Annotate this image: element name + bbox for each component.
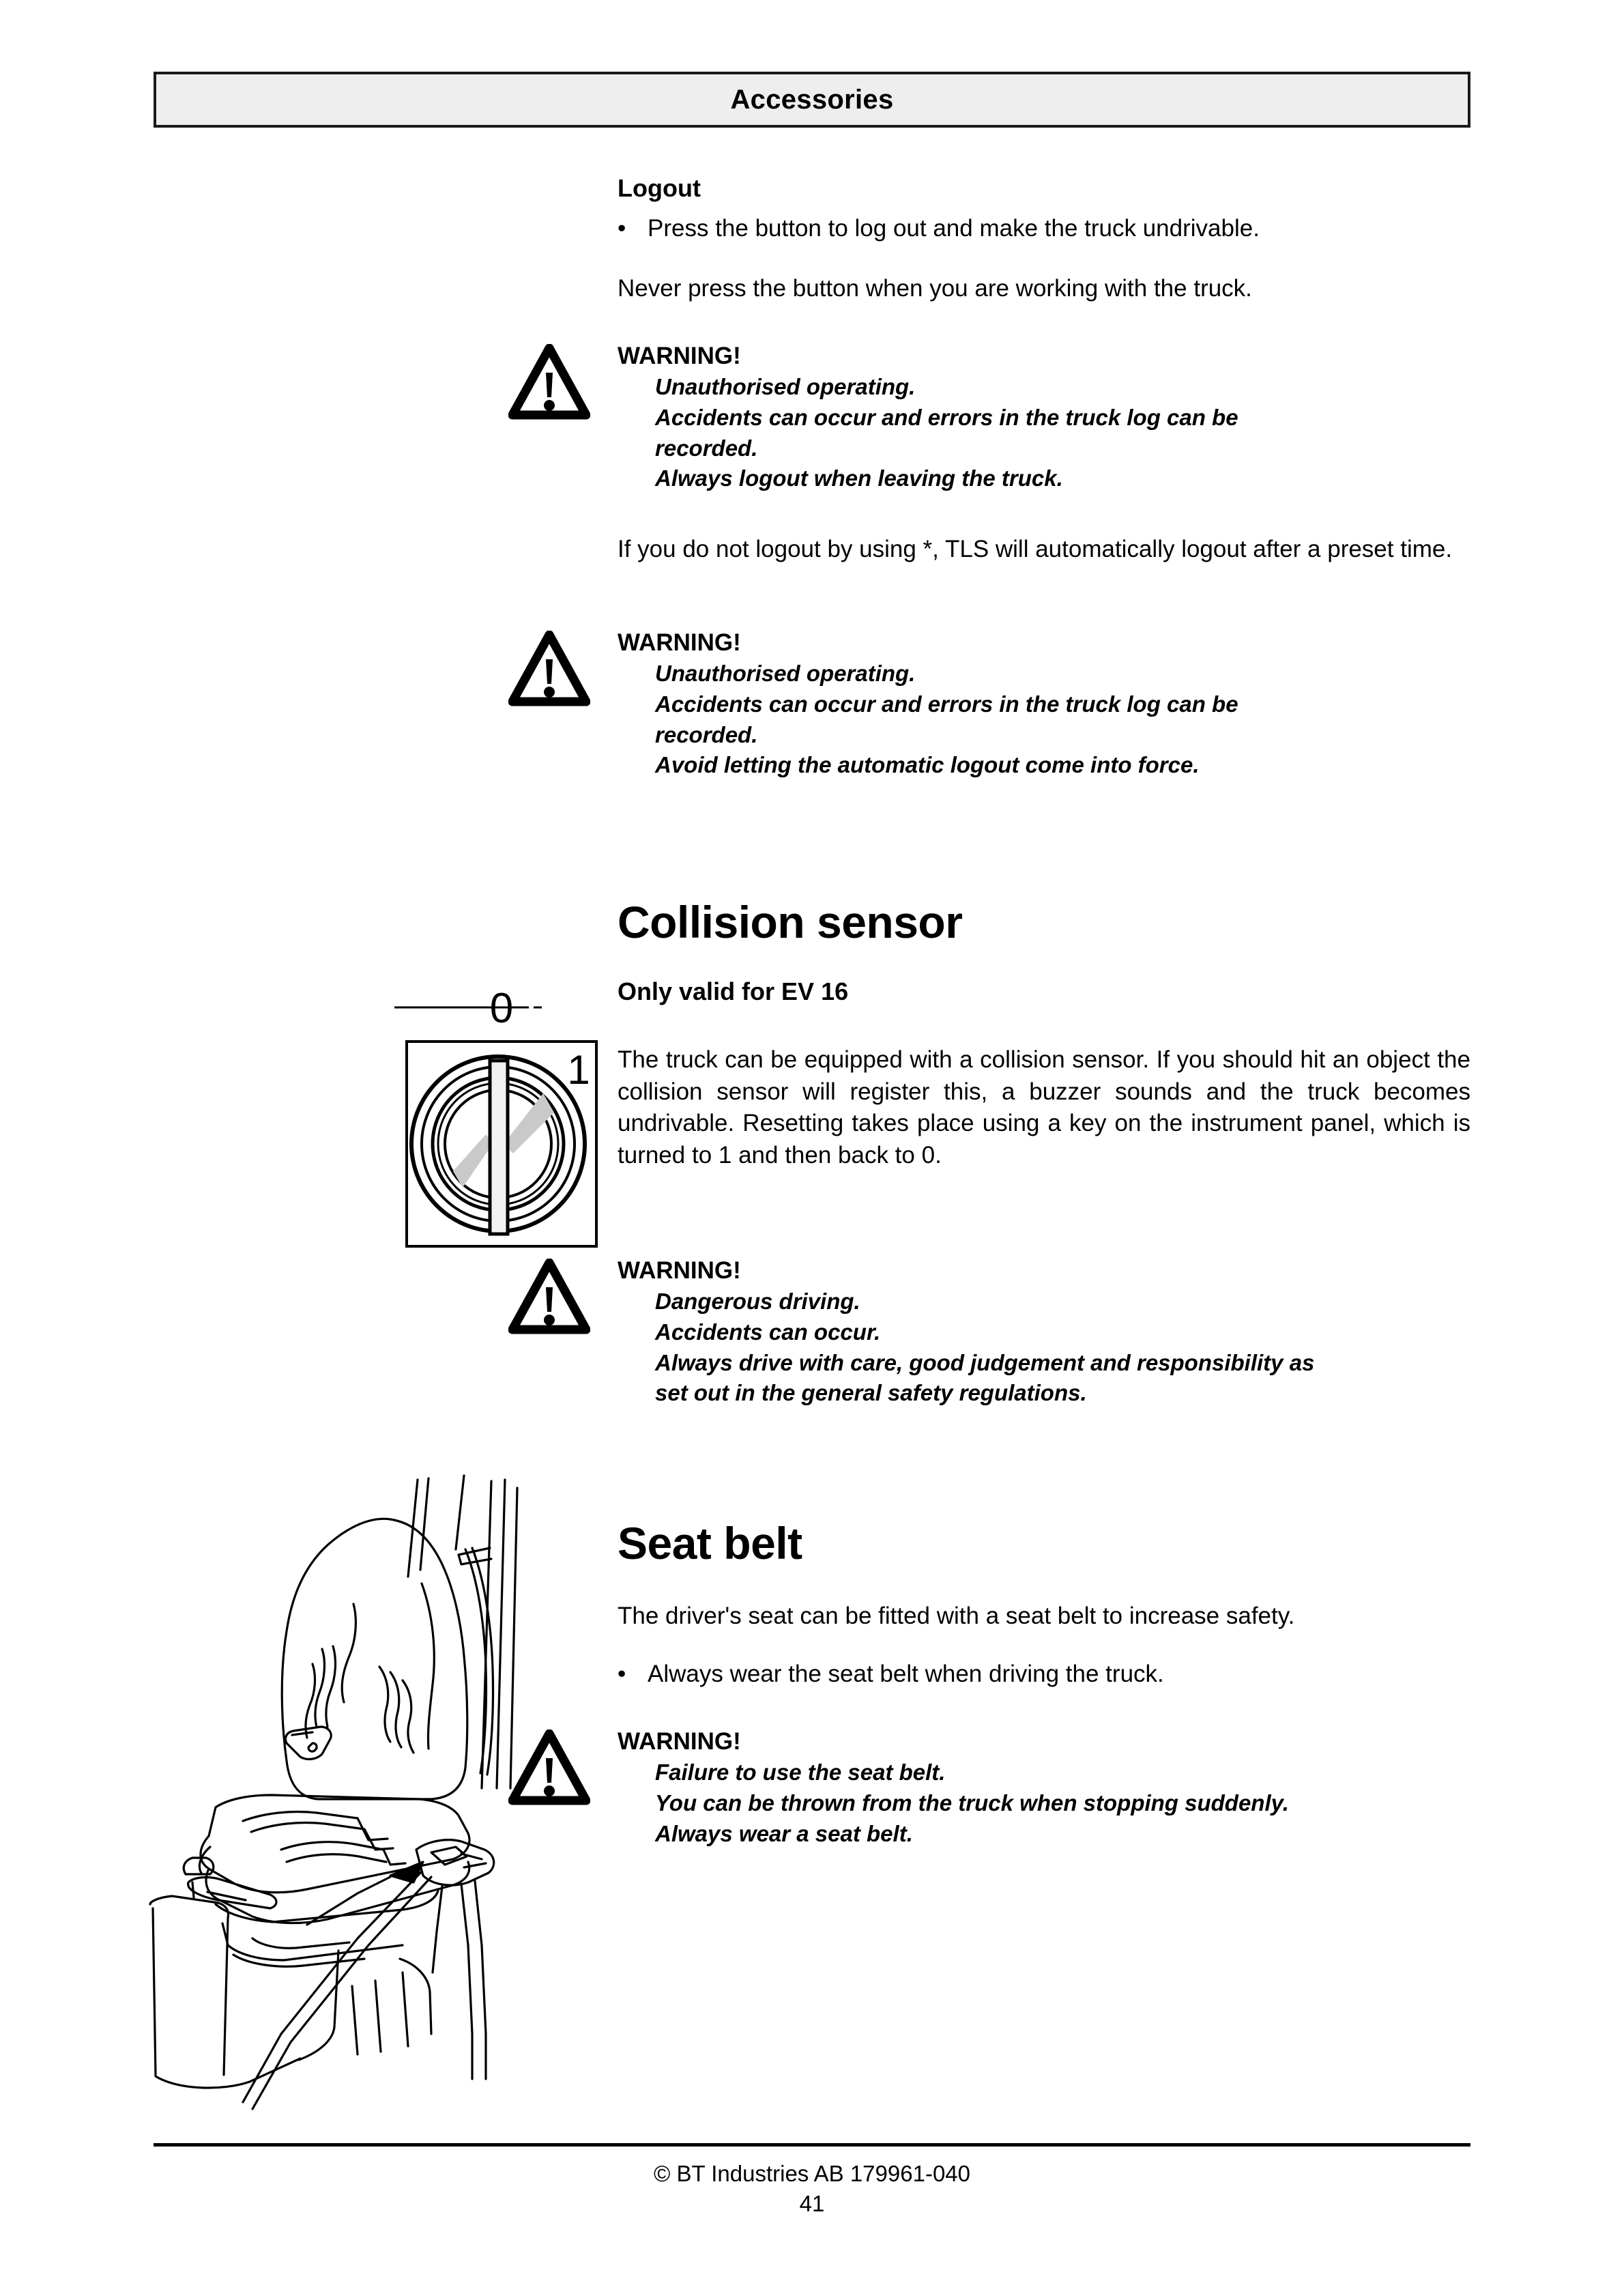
warning-line: recorded. <box>655 435 758 461</box>
collision-sensor-title: Collision sensor <box>618 897 963 947</box>
logout-section: Logout <box>618 174 1470 202</box>
seat-belt-paragraph: The driver's seat can be fitted with a s… <box>618 1603 1295 1629</box>
warning-triangle-icon <box>508 631 590 706</box>
key-switch-illustration: 0 1 <box>394 985 598 1248</box>
warning-block-3-body: WARNING! Dangerous driving. Accidents ca… <box>618 1256 1477 1409</box>
collision-sensor-subtitle-wrap: Only valid for EV 16 <box>618 977 1470 1005</box>
warning-heading: WARNING! <box>618 1257 741 1284</box>
footer-copyright: © BT Industries AB 179961-040 <box>654 2161 970 2186</box>
seat-belt-title: Seat belt <box>618 1518 802 1568</box>
collision-sensor-paragraph: The truck can be equipped with a collisi… <box>618 1046 1470 1168</box>
logout-paragraph-2-text: If you do not logout by using *, TLS wil… <box>618 536 1453 562</box>
warning-line: Accidents can occur. <box>655 1319 881 1345</box>
collision-sensor-title-wrap: Collision sensor <box>618 898 1470 947</box>
key-switch-label-off: 0 <box>490 985 513 1032</box>
page-header-title: Accessories <box>730 84 894 115</box>
warning-line: Unauthorised operating. <box>655 660 916 686</box>
warning-heading: WARNING! <box>618 629 741 656</box>
logout-heading: Logout <box>618 174 701 202</box>
warning-line: Always wear a seat belt. <box>655 1820 913 1846</box>
warning-line: You can be thrown from the truck when st… <box>655 1790 1289 1816</box>
logout-paragraph-1: Never press the button when you are work… <box>618 273 1470 305</box>
warning-lines: Failure to use the seat belt. You can be… <box>618 1757 1477 1850</box>
collision-sensor-paragraph-wrap: The truck can be equipped with a collisi… <box>618 1044 1470 1171</box>
warning-block-2-body: WARNING! Unauthorised operating. Acciden… <box>618 628 1477 781</box>
seat-belt-bullet-text: Always wear the seat belt when driving t… <box>648 1661 1164 1687</box>
footer-rule <box>154 2143 1470 2147</box>
warning-heading: WARNING! <box>618 1728 741 1755</box>
warning-line: Accidents can occur and errors in the tr… <box>655 691 1238 717</box>
warning-line: Accidents can occur and errors in the tr… <box>655 404 1238 430</box>
seat-belt-title-wrap: Seat belt <box>618 1519 1470 1568</box>
warning-block-1-body: WARNING! Unauthorised operating. Acciden… <box>618 341 1477 494</box>
seat-belt-paragraph-wrap: The driver's seat can be fitted with a s… <box>618 1601 1470 1633</box>
bullet-marker-icon: • <box>618 215 626 242</box>
warning-line: Dangerous driving. <box>655 1288 860 1314</box>
logout-paragraph-2: If you do not logout by using *, TLS wil… <box>618 534 1470 566</box>
warning-lines: Dangerous driving. Accidents can occur. … <box>618 1287 1477 1409</box>
warning-line: set out in the general safety regulation… <box>655 1380 1087 1406</box>
logout-bullet-row: • Press the button to log out and make t… <box>618 213 1470 245</box>
page-header-box: Accessories <box>154 72 1470 128</box>
warning-block-4-body: WARNING! Failure to use the seat belt. Y… <box>618 1727 1477 1849</box>
logout-bullet-text: Press the button to log out and make the… <box>648 215 1260 242</box>
footer-page-number: 41 <box>799 2191 825 2216</box>
driver-seat-with-seat-belt-illustration <box>149 1474 519 2110</box>
warning-line: Unauthorised operating. <box>655 373 916 399</box>
warning-line: Always logout when leaving the truck. <box>655 465 1063 491</box>
warning-triangle-icon <box>508 1730 590 1805</box>
warning-triangle-icon <box>508 1259 590 1334</box>
logout-paragraph-1-text: Never press the button when you are work… <box>618 275 1252 302</box>
warning-heading: WARNING! <box>618 343 741 369</box>
key-switch-label-on: 1 <box>567 1047 590 1093</box>
warning-lines: Unauthorised operating. Accidents can oc… <box>618 659 1477 781</box>
warning-line: Avoid letting the automatic logout come … <box>655 752 1200 778</box>
warning-lines: Unauthorised operating. Accidents can oc… <box>618 372 1477 495</box>
collision-sensor-subtitle: Only valid for EV 16 <box>618 977 849 1005</box>
warning-line: Always drive with care, good judgement a… <box>655 1349 1315 1375</box>
warning-line: Failure to use the seat belt. <box>655 1759 946 1785</box>
warning-line: recorded. <box>655 721 758 747</box>
warning-triangle-icon <box>508 344 590 420</box>
bullet-marker-icon: • <box>618 1661 626 1687</box>
seat-belt-bullet-row: • Always wear the seat belt when driving… <box>618 1659 1470 1691</box>
